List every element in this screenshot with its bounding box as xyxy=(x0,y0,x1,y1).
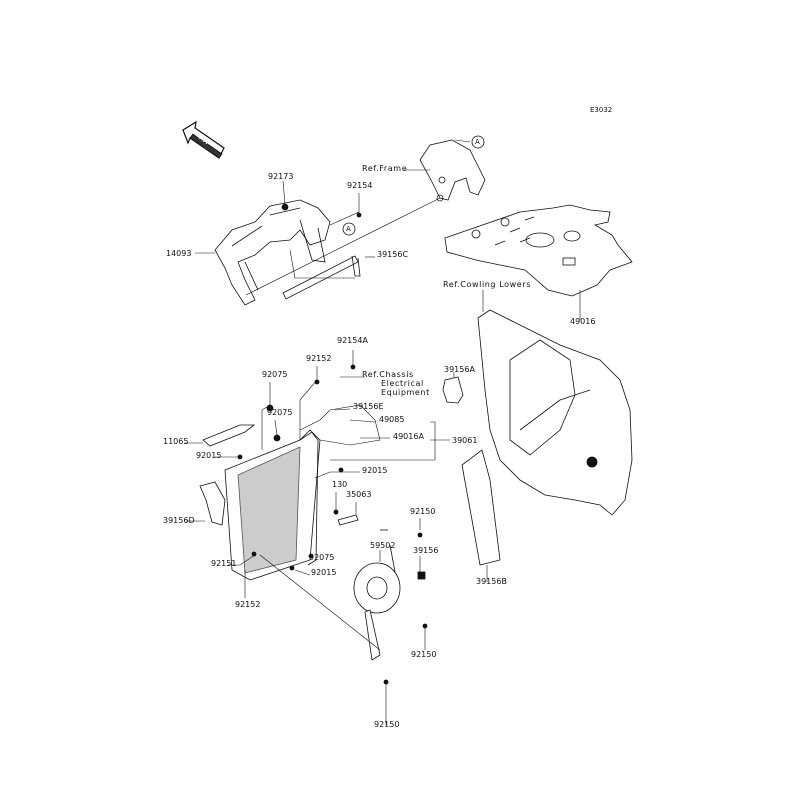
ref-frame-label[interactable]: Ref.Frame xyxy=(362,164,408,173)
ref-cowling-lowers-label[interactable]: Ref.Cowling Lowers xyxy=(443,280,531,289)
part-label-39156C[interactable]: 39156C xyxy=(377,250,409,259)
ref-cowling-lowers xyxy=(477,309,633,516)
part-label-39156A[interactable]: 39156A xyxy=(444,365,475,374)
ref-chassis-label-line2: Electrical xyxy=(381,379,424,388)
part-label-14093[interactable]: 14093 xyxy=(166,249,192,258)
part-label-39156D[interactable]: 39156D xyxy=(163,516,195,525)
part-label-11065[interactable]: 11065 xyxy=(163,437,189,446)
part-label-92154[interactable]: 92154 xyxy=(347,181,373,190)
leader-lines xyxy=(184,139,581,725)
front-indicator: FRONT xyxy=(182,120,228,160)
part-label-39156E[interactable]: 39156E xyxy=(353,402,384,411)
front-arrow-icon xyxy=(182,120,225,159)
part-label-92075[interactable]: 92075 xyxy=(262,370,288,379)
part-label-35063[interactable]: 35063 xyxy=(346,490,372,499)
part-label-39061[interactable]: 39061 xyxy=(452,436,478,445)
part-label-92154A[interactable]: 92154A xyxy=(337,336,368,345)
part-label-92015[interactable]: 92015 xyxy=(196,451,222,460)
callout-a-circle xyxy=(471,135,485,149)
part-label-92150[interactable]: 92150 xyxy=(411,650,437,659)
part-49016-plate xyxy=(444,204,633,297)
callout-a: A xyxy=(346,225,351,233)
part-59502-fan xyxy=(353,529,401,661)
part-39156B-pad xyxy=(461,449,501,566)
ref-chassis-label[interactable]: Ref.Chassis xyxy=(362,370,414,379)
fasteners xyxy=(237,203,428,685)
front-text: FRONT xyxy=(189,127,212,147)
part-label-92173[interactable]: 92173 xyxy=(268,172,294,181)
part-39156D-pad xyxy=(199,481,226,526)
part-label-92150[interactable]: 92150 xyxy=(410,507,436,516)
part-label-39156[interactable]: 39156 xyxy=(413,546,439,555)
part-label-92150[interactable]: 92150 xyxy=(374,720,400,729)
part-35063-hose xyxy=(337,514,359,526)
part-label-49085[interactable]: 49085 xyxy=(379,415,405,424)
callout-a-circle xyxy=(342,222,356,236)
part-label-92075[interactable]: 92075 xyxy=(267,408,293,417)
part-label-92075[interactable]: 92075 xyxy=(309,553,335,562)
part-label-130[interactable]: 130 xyxy=(332,480,348,489)
part-39156C-rod xyxy=(282,255,361,300)
part-39156A-pad xyxy=(442,376,464,404)
part-label-49016[interactable]: 49016 xyxy=(570,317,596,326)
ref-frame-piece xyxy=(419,139,486,202)
callout-a: A xyxy=(475,138,480,146)
part-radiator xyxy=(224,429,321,581)
part-label-92015[interactable]: 92015 xyxy=(311,568,337,577)
part-label-92152[interactable]: 92152 xyxy=(235,600,261,609)
part-label-92151[interactable]: 92151 xyxy=(211,559,237,568)
ref-chassis-label-line3: Equipment xyxy=(381,388,430,397)
diagram-code: E3032 xyxy=(590,106,613,114)
part-label-39156B[interactable]: 39156B xyxy=(476,577,507,586)
part-11065-bracket xyxy=(202,424,256,447)
part-label-59502[interactable]: 59502 xyxy=(370,541,396,550)
part-label-92152[interactable]: 92152 xyxy=(306,354,332,363)
part-14093-bracket xyxy=(214,199,331,306)
part-label-49016A[interactable]: 49016A xyxy=(393,432,424,441)
part-label-92015[interactable]: 92015 xyxy=(362,466,388,475)
